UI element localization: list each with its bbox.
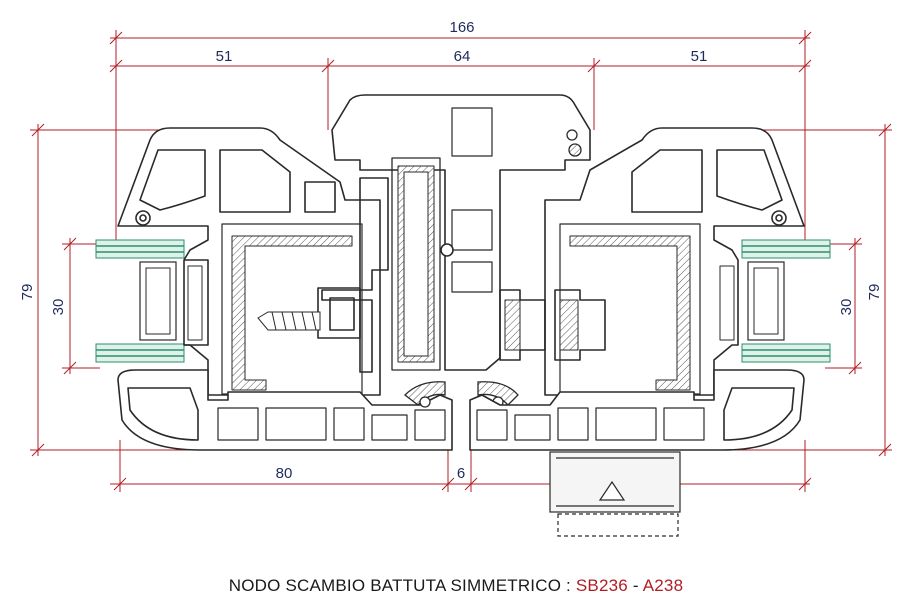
caption-prefix: NODO SCAMBIO BATTUTA SIMMETRICO : (228, 576, 576, 595)
drawing-caption: NODO SCAMBIO BATTUTA SIMMETRICO : SB236 … (0, 576, 912, 596)
central-mullion-profile (317, 94, 591, 373)
caption-separator: - (627, 576, 643, 595)
dim-right-height: 79 (866, 284, 883, 301)
caption-code-sb: SB236 (575, 576, 628, 595)
right-glazing (741, 239, 831, 363)
section-drawing: 166 51 64 51 80 6 80 79 30 30 79 (19, 19, 892, 537)
dim-right-sash: 51 (691, 48, 708, 65)
dim-overall-width: 166 (449, 19, 474, 36)
left-frame-profile (117, 369, 453, 451)
dim-gap: 6 (457, 465, 465, 482)
caption-code-a: A238 (642, 576, 684, 595)
dim-left-frame: 80 (276, 465, 293, 482)
handle-hardware (549, 451, 681, 537)
dim-center-mullion: 64 (454, 48, 471, 65)
dim-left-glass: 30 (50, 299, 67, 316)
dim-left-sash: 51 (216, 48, 233, 65)
right-frame-profile (469, 369, 805, 451)
center-gaskets (404, 129, 582, 408)
screw (257, 311, 321, 331)
dim-right-glass: 30 (838, 299, 855, 316)
right-sash-profile (499, 127, 805, 396)
left-glazing (95, 239, 185, 363)
dim-left-height: 79 (19, 284, 36, 301)
